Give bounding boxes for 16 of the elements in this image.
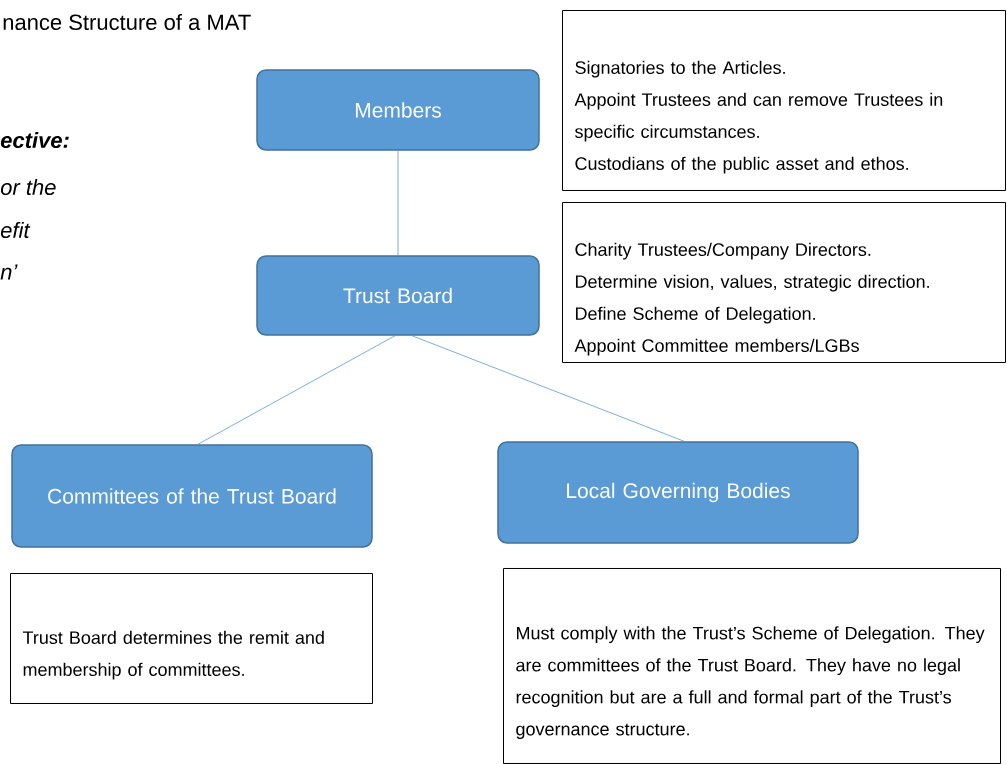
connector-line bbox=[397, 150, 399, 256]
role-box: Committees of the Trust Board bbox=[11, 444, 373, 548]
description-box: Signatories to the Articles. Appoint Trustees and can remove Trustees in specific circumstances. Custodians of the public asset and ethos. bbox=[562, 10, 1006, 191]
role-box: Trust Board bbox=[256, 255, 540, 336]
side-note: or the bbox=[0, 178, 56, 196]
description-box: Charity Trustees/Company Directors. Determine vision, values, strategic direction. Define Scheme of Delegation. Appoint Committee members/LGBs bbox=[562, 202, 1006, 363]
side-note: n’ bbox=[0, 264, 18, 280]
connector-line bbox=[411, 335, 685, 442]
description-box: Must comply with the Trust’s Scheme of Delegation. They are committees of the Trust Board. They have no legal recognition but are a full and formal part of the Trust’s governance structure. bbox=[503, 568, 1001, 764]
side-note: efit bbox=[0, 221, 31, 239]
connector-line bbox=[197, 335, 396, 445]
heading: nance Structure of a MAT bbox=[3, 13, 251, 31]
description-box: Trust Board determines the remit and membership of committees. bbox=[10, 573, 373, 704]
side-note: ective: bbox=[0, 131, 69, 149]
role-box: Members bbox=[256, 69, 540, 151]
role-box: Local Governing Bodies bbox=[497, 441, 859, 544]
